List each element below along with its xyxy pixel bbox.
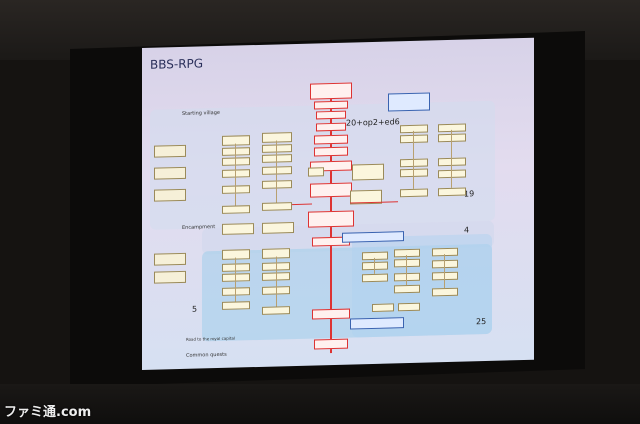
note-box xyxy=(342,231,404,243)
quest-node xyxy=(222,273,250,282)
flow-node xyxy=(314,146,348,157)
quest-node xyxy=(432,271,458,281)
quest-node xyxy=(438,157,466,167)
quest-node xyxy=(262,222,294,234)
side-node xyxy=(154,166,186,180)
label-encampment: Encampment xyxy=(182,224,216,231)
quest-node xyxy=(438,169,466,179)
flow-node xyxy=(314,100,348,110)
quest-node xyxy=(222,263,250,272)
quest-node xyxy=(352,163,384,181)
label-road-to-capital: Road to the royal capital xyxy=(186,335,236,342)
quest-node xyxy=(262,144,292,153)
connector-line xyxy=(235,257,236,302)
flow-node xyxy=(310,182,352,198)
flow-node xyxy=(316,110,346,120)
quest-node xyxy=(222,223,254,235)
quest-node xyxy=(372,303,394,312)
quest-node xyxy=(222,249,250,260)
formula-text: 20+op2+ed6 xyxy=(346,117,400,128)
quest-node xyxy=(432,287,458,297)
connector-line xyxy=(413,130,414,189)
room-floor xyxy=(0,384,640,424)
quest-node xyxy=(308,167,324,177)
quest-node xyxy=(262,132,292,143)
connector-line xyxy=(235,143,236,206)
flow-node xyxy=(314,134,348,145)
quest-node xyxy=(222,185,250,194)
note-box xyxy=(388,92,430,112)
quest-node xyxy=(262,154,292,163)
quest-node xyxy=(262,180,292,189)
connector-line xyxy=(451,129,452,188)
flow-node xyxy=(314,338,348,350)
side-node xyxy=(154,188,186,202)
number-4: 4 xyxy=(464,225,470,235)
quest-node xyxy=(400,188,428,198)
quest-node xyxy=(438,133,466,143)
side-node xyxy=(154,270,186,284)
connector-line xyxy=(374,257,375,274)
watermark-logo: ファミ通.com xyxy=(4,405,92,420)
quest-node xyxy=(400,124,428,134)
quest-node xyxy=(262,202,292,211)
quest-node xyxy=(262,166,292,175)
note-box xyxy=(350,317,404,330)
quest-node xyxy=(400,168,428,178)
label-starting-village: Starting village xyxy=(182,109,220,117)
number-5: 5 xyxy=(192,304,198,314)
connector-line xyxy=(276,140,277,203)
connector-line xyxy=(276,256,277,307)
label-common-quests: Common quests xyxy=(186,351,227,359)
quest-node xyxy=(400,158,428,168)
quest-node xyxy=(222,205,250,214)
quest-node xyxy=(222,301,250,310)
quest-node xyxy=(432,259,458,269)
quest-node xyxy=(222,169,250,178)
flow-node xyxy=(310,82,352,100)
quest-node xyxy=(362,251,388,261)
quest-node xyxy=(394,258,420,268)
quest-node xyxy=(362,261,388,271)
side-node xyxy=(154,144,186,158)
flow-node xyxy=(312,308,350,320)
quest-node xyxy=(262,306,290,315)
number-25: 25 xyxy=(476,316,487,327)
quest-node xyxy=(394,284,420,294)
quest-node xyxy=(398,302,420,312)
connector-line xyxy=(406,255,407,286)
slide-title: BBS-RPG xyxy=(150,56,204,72)
quest-node xyxy=(222,157,250,166)
quest-node xyxy=(432,247,458,257)
quest-node xyxy=(222,135,250,146)
quest-node xyxy=(222,147,250,156)
presentation-slide: BBS-RPG Starting village Encampment Road… xyxy=(142,37,534,371)
quest-node xyxy=(438,187,466,197)
quest-node xyxy=(438,123,466,133)
quest-node xyxy=(400,134,428,144)
flow-node xyxy=(316,122,346,132)
quest-node xyxy=(394,248,420,258)
side-node xyxy=(154,252,186,266)
quest-node xyxy=(394,272,420,282)
quest-node xyxy=(362,273,388,283)
flow-node xyxy=(308,210,354,228)
connector-line xyxy=(444,254,445,289)
quest-node xyxy=(222,287,250,296)
